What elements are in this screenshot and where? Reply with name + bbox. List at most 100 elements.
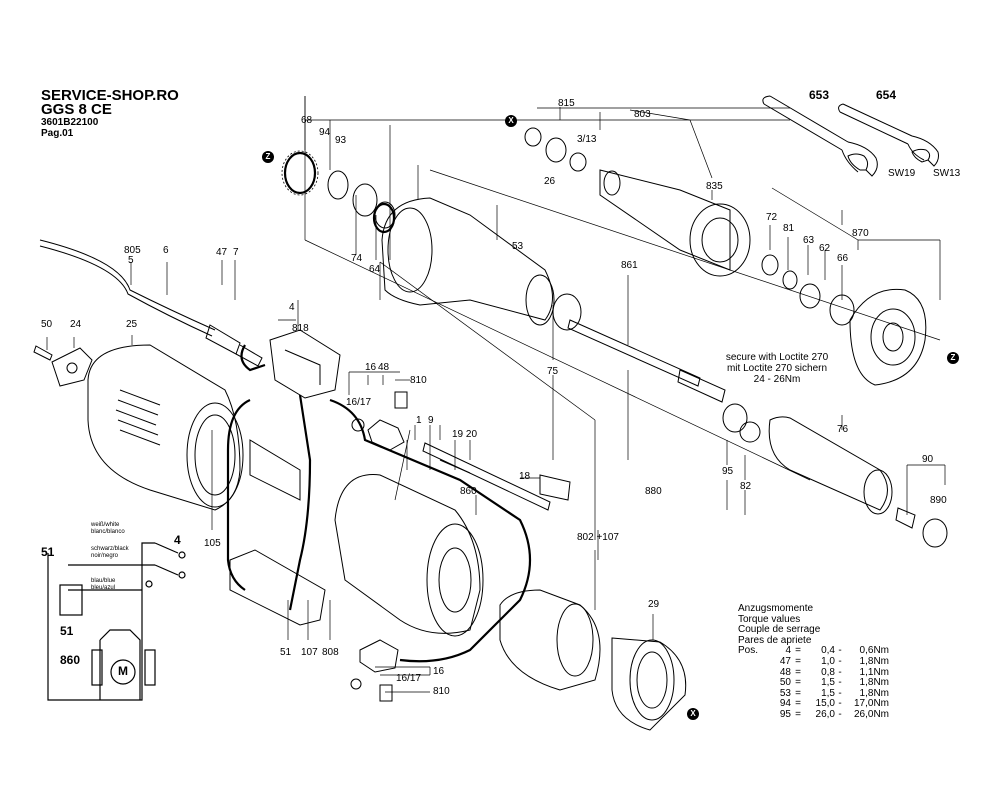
flange-870 bbox=[849, 288, 927, 386]
part-label-94: 94 bbox=[319, 127, 331, 138]
torque-row: 48=0,8-1,1Nm bbox=[738, 666, 889, 679]
part-label-63: 63 bbox=[803, 235, 815, 246]
wire-blue-es-label: bleu/azul bbox=[91, 585, 116, 591]
part-label-16-lower: 16 bbox=[433, 666, 445, 677]
torque-row: 95=26,0-26,0Nm bbox=[738, 708, 889, 721]
torque-dash: - bbox=[838, 708, 842, 720]
part-label-75: 75 bbox=[547, 366, 559, 377]
torque-max: 1,8Nm bbox=[859, 677, 889, 689]
torque-dash: - bbox=[838, 645, 842, 657]
seal-68-outline bbox=[281, 150, 319, 196]
torque-dash: - bbox=[838, 677, 842, 689]
torque-equals: = bbox=[795, 645, 801, 657]
part-label-93: 93 bbox=[335, 135, 347, 146]
part-label-18: 18 bbox=[519, 471, 531, 482]
motor-housing-25 bbox=[87, 344, 244, 511]
torque-equals: = bbox=[795, 677, 801, 689]
bearings-top bbox=[327, 127, 855, 331]
wire-blue-label: blau/blue bbox=[91, 578, 116, 584]
torque-row: 47=1,0-1,8Nm bbox=[738, 655, 889, 668]
cap-29 bbox=[611, 637, 687, 731]
part-label-818: 818 bbox=[292, 323, 309, 334]
model-name: GGS 8 CE bbox=[41, 101, 112, 118]
main-housing bbox=[334, 474, 484, 637]
part-label-6: 6 bbox=[163, 245, 169, 256]
part-24-bracket bbox=[33, 345, 93, 387]
torque-title-en: Torque values bbox=[738, 613, 801, 625]
part-label-74: 74 bbox=[351, 253, 363, 264]
part-label-870: 870 bbox=[852, 228, 869, 239]
torque-pos: 48 bbox=[779, 666, 791, 678]
torque-pos: 95 bbox=[779, 708, 791, 720]
wiring-label-51b: 51 bbox=[60, 624, 74, 638]
wrench-653 bbox=[762, 95, 878, 177]
part-label-53: 53 bbox=[512, 241, 524, 252]
torque-dash: - bbox=[838, 666, 842, 678]
wire-black-es-label: noir/negro bbox=[91, 553, 119, 559]
marker-x-bottom: X bbox=[687, 708, 699, 720]
part-label-62: 62 bbox=[819, 243, 831, 254]
part-label-654: 654 bbox=[876, 88, 897, 102]
handle-51 bbox=[229, 439, 326, 626]
page-number: Pag.01 bbox=[41, 128, 74, 139]
torque-min: 15,0 bbox=[815, 698, 835, 710]
loctite-note: secure with Loctite 270 mit Loctite 270 … bbox=[707, 352, 847, 385]
part-label-808: 808 bbox=[322, 647, 339, 658]
torque-dash: - bbox=[838, 698, 842, 710]
torque-pos-label bbox=[738, 699, 769, 710]
torque-min: 1,5 bbox=[821, 687, 835, 699]
torque-pos-label bbox=[738, 689, 769, 700]
torque-pos: 53 bbox=[779, 687, 791, 699]
torque-equals: = bbox=[795, 687, 801, 699]
torque-min: 0,4 bbox=[821, 645, 835, 657]
torque-title-fr: Couple de serrage bbox=[738, 624, 821, 636]
torque-max: 1,1Nm bbox=[859, 666, 889, 678]
torque-max: 26,0Nm bbox=[853, 708, 889, 720]
slide-switch-860 bbox=[422, 442, 571, 511]
torque-max: 1,8Nm bbox=[859, 655, 889, 667]
marker-z-top: Z bbox=[262, 151, 274, 163]
nut-890 bbox=[895, 507, 948, 548]
part-label-890: 890 bbox=[930, 495, 947, 506]
torque-row: 94=15,0-17,0Nm bbox=[738, 699, 889, 710]
part-label-860: 860 bbox=[460, 486, 477, 497]
torque-pos: 94 bbox=[779, 698, 791, 710]
motor-symbol-label: M bbox=[118, 664, 128, 678]
part-label-76: 76 bbox=[837, 424, 849, 435]
wrench-654 bbox=[838, 103, 939, 167]
part-label-16-17: 16/17 bbox=[346, 397, 372, 408]
armature-835 bbox=[599, 169, 751, 277]
collet-76 bbox=[722, 403, 893, 515]
part-label-880: 880 bbox=[645, 486, 662, 497]
part-label-68: 68 bbox=[301, 115, 313, 126]
part-label-7: 7 bbox=[233, 247, 239, 258]
torque-max: 17,0Nm bbox=[853, 698, 889, 710]
torque-max: 1,8Nm bbox=[859, 687, 889, 699]
wiring-label-51: 51 bbox=[41, 545, 55, 559]
part-label-810-lower: 810 bbox=[433, 686, 450, 697]
part-label-51: 51 bbox=[280, 647, 292, 658]
torque-pos-label: Pos. bbox=[738, 645, 759, 657]
torque-pos: 50 bbox=[779, 677, 791, 689]
part-label-82: 82 bbox=[740, 481, 752, 492]
switch-4 bbox=[269, 329, 341, 399]
site-name: SERVICE-SHOP.RO bbox=[41, 87, 179, 104]
torque-pos-label bbox=[738, 668, 769, 679]
part-label-16: 16 bbox=[365, 362, 377, 373]
torque-row: 53=1,5-1,8Nm bbox=[738, 687, 889, 700]
dashed-rings bbox=[281, 150, 319, 196]
part-label-47: 47 bbox=[216, 247, 228, 258]
torque-min: 1,5 bbox=[821, 677, 835, 689]
torque-table: Anzugsmomente Torque values Couple de se… bbox=[738, 603, 889, 721]
power-cable bbox=[39, 239, 263, 367]
part-number: 3601B22100 bbox=[41, 117, 99, 128]
part-label-95: 95 bbox=[722, 466, 734, 477]
torque-equals: = bbox=[795, 708, 801, 720]
loctite-note-de: mit Loctite 270 sichern bbox=[726, 363, 828, 374]
part-label-66: 66 bbox=[837, 253, 849, 264]
document-header: SERVICE-SHOP.RO GGS 8 CE 3601B22100 Pag.… bbox=[41, 87, 179, 139]
rotor-802 bbox=[499, 589, 601, 691]
part-label-653: 653 bbox=[809, 88, 830, 102]
wrench-size-sw19: SW19 bbox=[888, 168, 916, 179]
shaft-861 bbox=[567, 319, 726, 403]
